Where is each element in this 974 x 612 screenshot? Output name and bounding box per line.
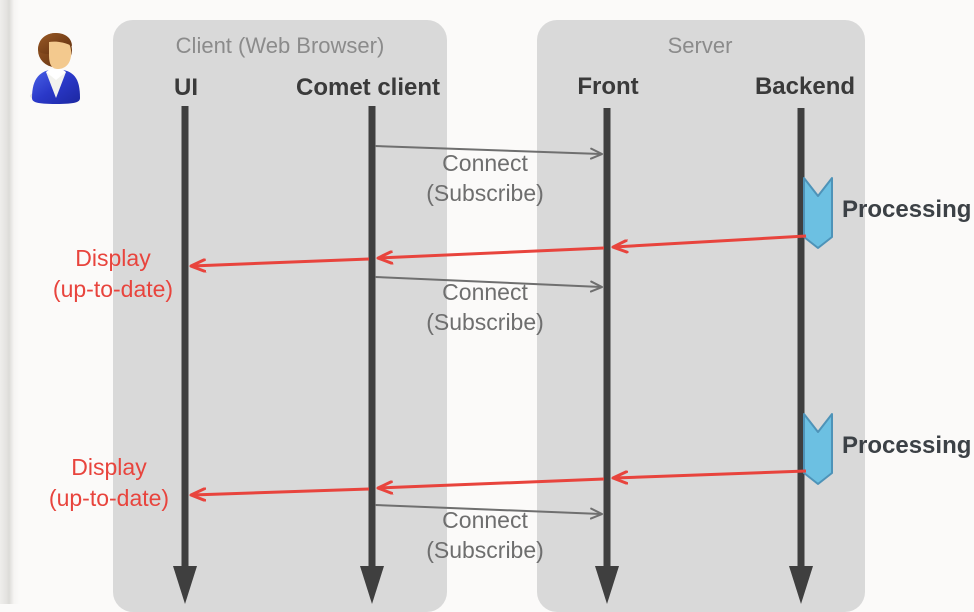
connect-arrow-2 [374,276,603,293]
lifeline-backend [789,108,813,604]
client-panel-title: Client (Web Browser) [175,33,385,58]
processing-flag-1 [803,177,833,249]
server-panel-title: Server [667,33,733,58]
display-arrow-1 [192,234,807,266]
lifeline-comet-client [360,106,384,604]
lifeline-front [595,108,619,604]
lifeline-label-ui: UI [174,74,198,101]
processing-flag-2 [803,413,833,485]
connect-label-2: Connect (Subscribe) [426,279,544,335]
display-label-1: Display (up-to-date) [52,245,174,302]
connect-arrow-1 [374,145,603,160]
user-icon [30,33,80,104]
page-left-edge [0,0,20,604]
processing-label-1: Processing [842,196,972,223]
display-arrow-2 [192,469,807,495]
client-panel [113,20,447,612]
connect-label-1: Connect (Subscribe) [426,150,544,206]
connect-label-3: Connect (Subscribe) [426,507,544,563]
lifeline-ui [173,106,197,604]
connect-arrow-3 [374,504,603,520]
lifeline-label-backend: Backend [754,73,856,100]
display-label-2: Display (up-to-date) [48,454,170,511]
lifeline-label-comet-client: Comet client [295,74,441,101]
processing-label-2: Processing [842,432,972,459]
lifeline-label-front: Front [577,73,639,100]
